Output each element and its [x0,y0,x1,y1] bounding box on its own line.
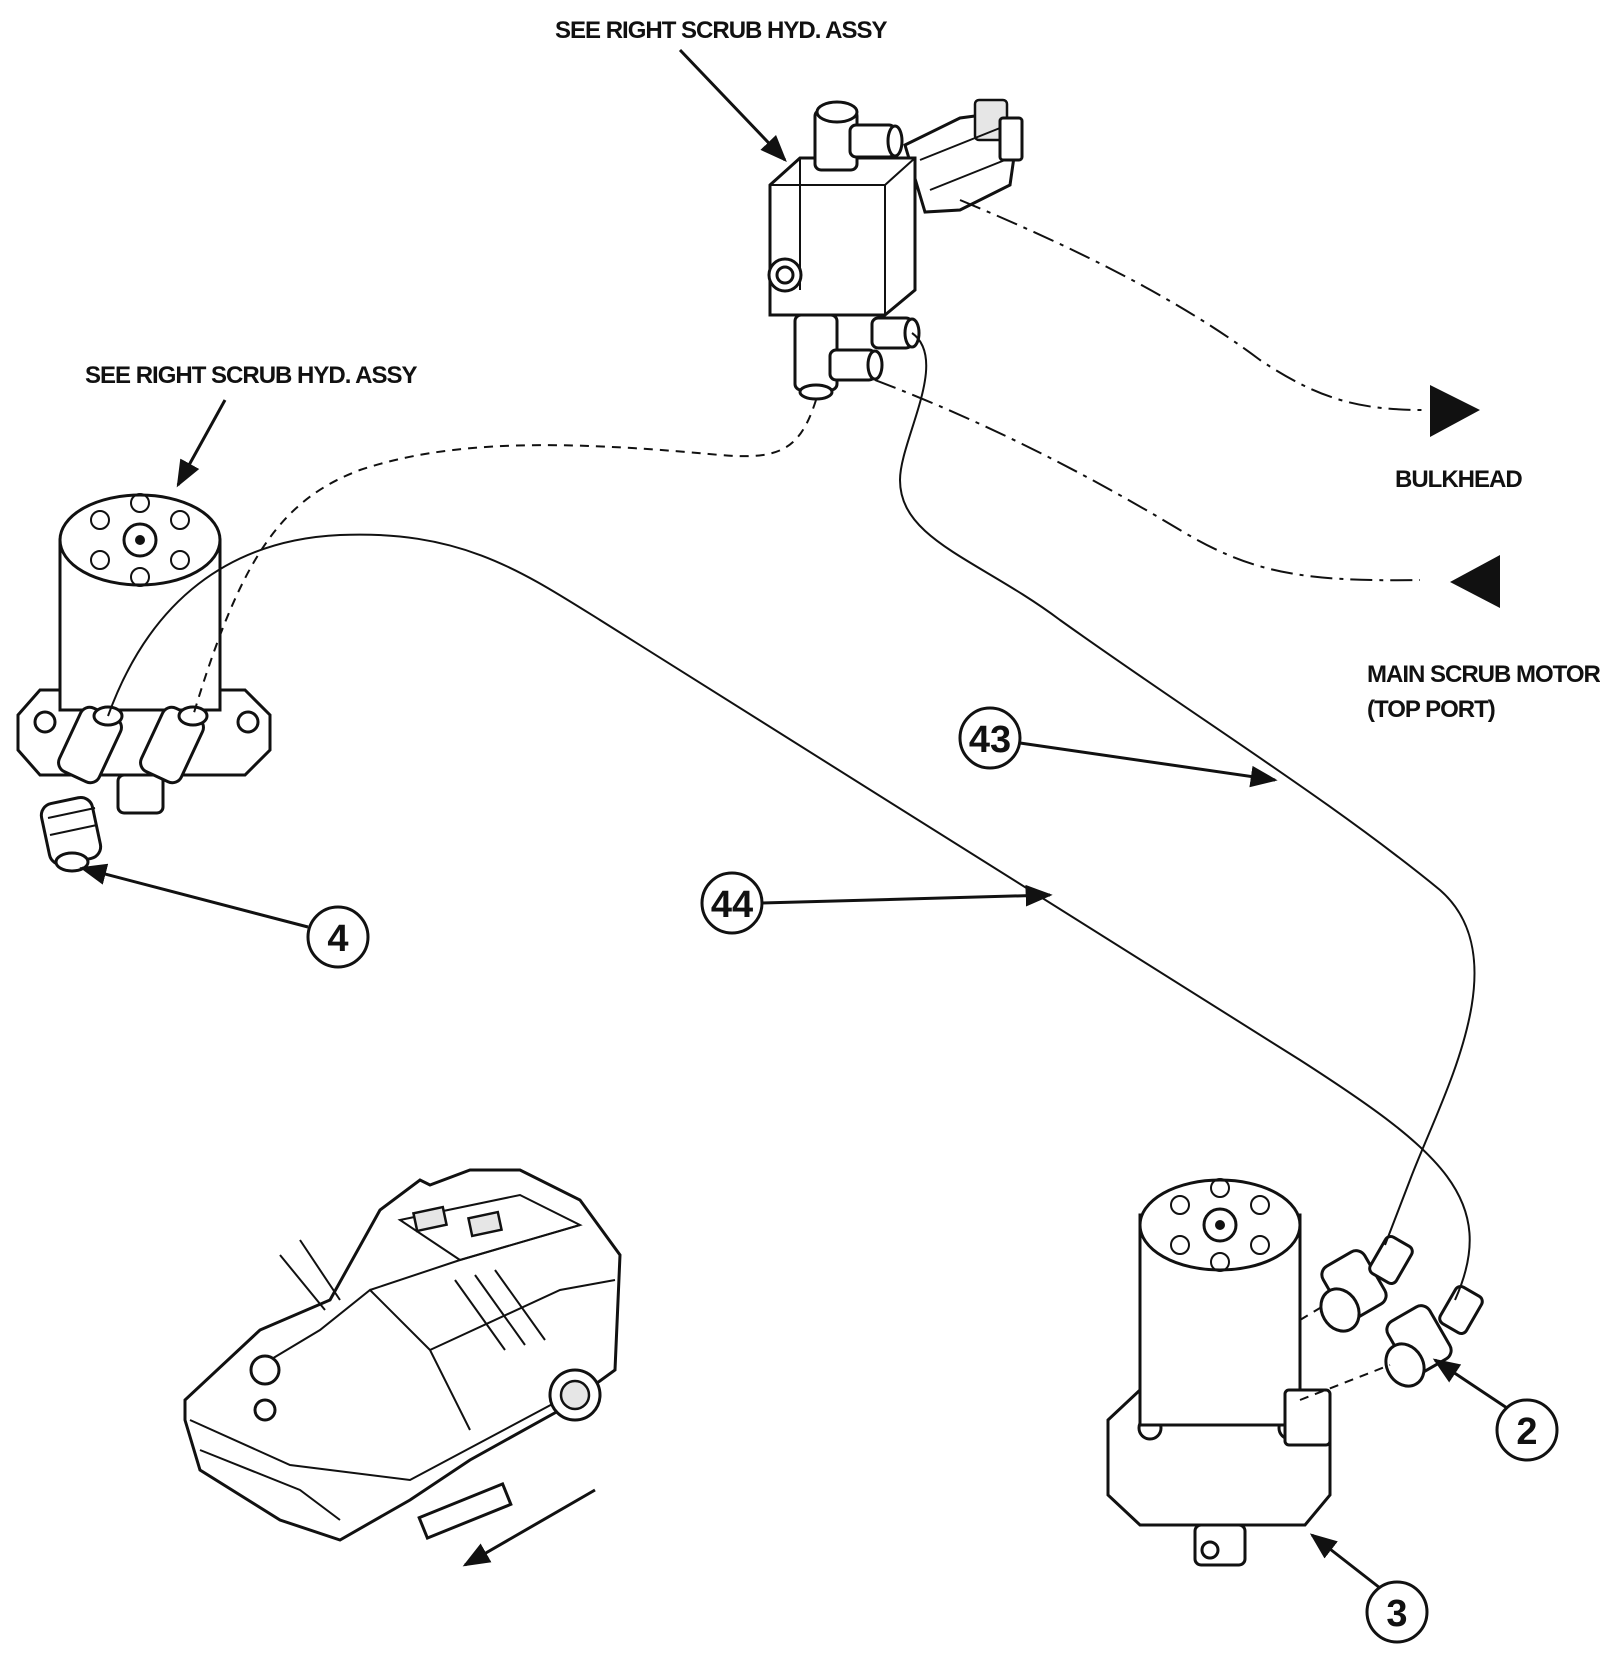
callout-43: 43 [958,706,1278,788]
main-scrub-motor [1106,1178,1332,1567]
motor-port-dash-upper [1299,1304,1326,1321]
hose-43 [898,332,1476,1246]
callout-3: 3 [1309,1533,1429,1644]
callout-4: 4 [79,863,370,969]
main-motor-line [874,379,1421,582]
callout-2: 2 [1432,1358,1559,1462]
bulkhead-label: BULKHEAD [1395,466,1522,493]
hose-dashed-left [192,399,817,717]
top-ref-label: SEE RIGHT SCRUB HYD. ASSY [555,17,887,44]
left-ref-label: SEE RIGHT SCRUB HYD. ASSY [85,362,417,389]
left-scrub-motor [16,493,272,815]
main-scrub-motor-label: MAIN SCRUB MOTOR [1367,661,1600,688]
svg-text:43: 43 [969,719,1011,761]
valve-block-assembly [767,98,1024,401]
svg-text:4: 4 [327,918,348,960]
hose-44 [107,533,1471,1301]
elbow-fittings-part-2 [1319,1235,1484,1388]
svg-text:44: 44 [711,884,753,926]
callout-44: 44 [700,871,1053,935]
fitting-part-4 [39,796,103,873]
main-scrub-motor-port-label: (TOP PORT) [1367,696,1495,723]
scrubber-machine [183,1168,622,1542]
top-ref-leader [678,48,787,162]
svg-text:2: 2 [1516,1411,1537,1453]
bulkhead-line [959,199,1426,411]
bulkhead-arrow [1430,385,1480,437]
motor-port-dash-lower [1299,1364,1391,1401]
svg-text:3: 3 [1386,1593,1407,1635]
main-motor-arrow [1450,555,1500,608]
left-ref-leader [176,399,227,488]
direction-arrow [462,1488,596,1567]
